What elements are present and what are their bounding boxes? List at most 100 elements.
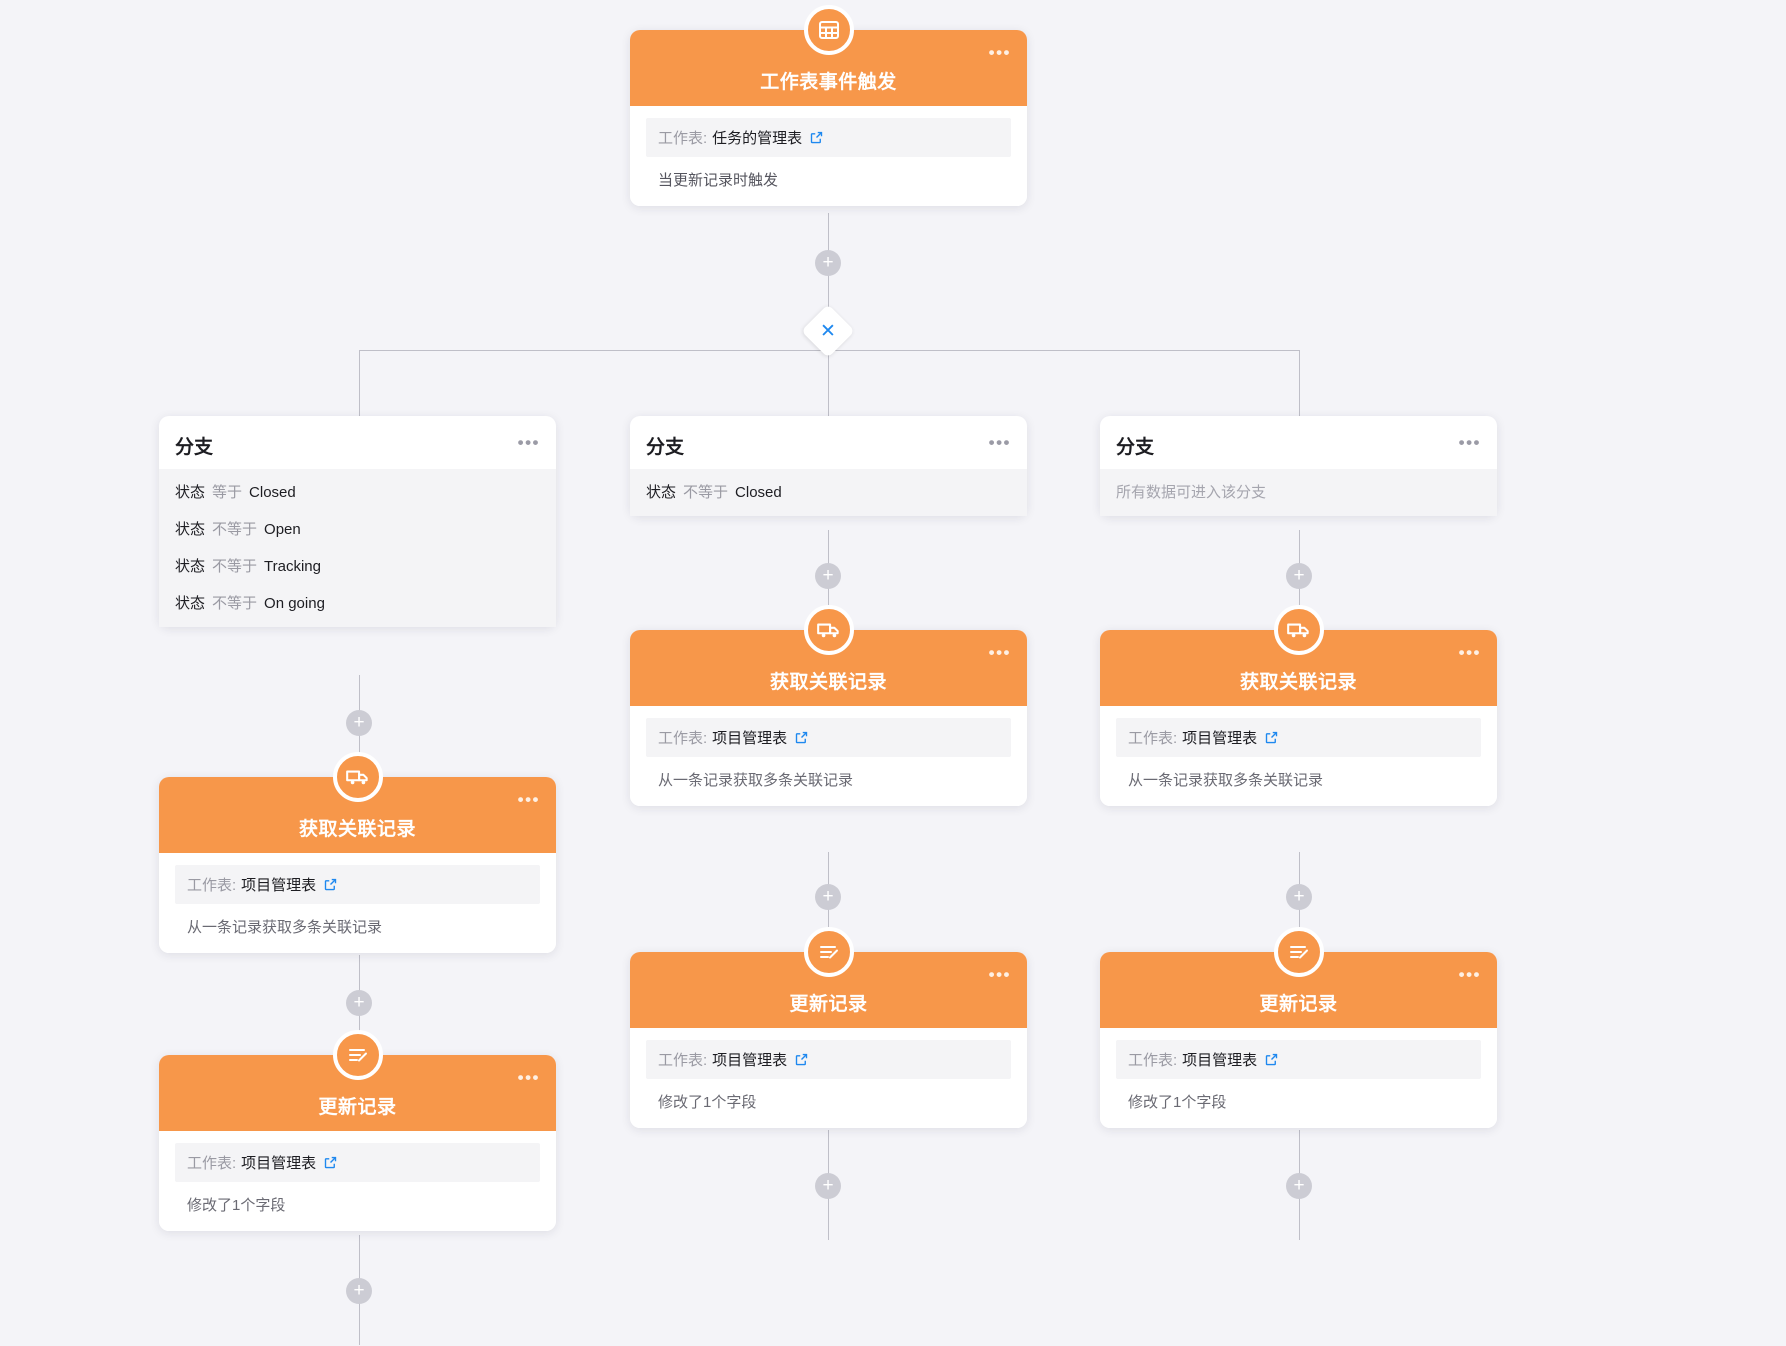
worksheet-label: 工作表: (1128, 1052, 1178, 1069)
branch-card-3[interactable]: 分支 ••• 所有数据可进入该分支 (1100, 416, 1497, 516)
add-step-button-right-2[interactable]: + (1286, 884, 1312, 910)
action-card-header: ••• 获取关联记录 (159, 752, 556, 853)
worksheet-value: 项目管理表 (1182, 1052, 1258, 1069)
plus-icon: + (353, 991, 365, 1013)
add-step-button-mid-3[interactable]: + (815, 1173, 841, 1199)
worksheet-label: 工作表: (187, 877, 237, 894)
add-step-button-right-1[interactable]: + (1286, 563, 1312, 589)
plus-icon: + (1293, 564, 1305, 586)
action-card-left-get-related[interactable]: ••• 获取关联记录 工作表: 项目管理表 从一条记录获取多条关联记录 (159, 752, 556, 953)
branch-2-more-options-icon[interactable]: ••• (988, 433, 1011, 452)
branch-3-header: 分支 ••• (1100, 416, 1497, 469)
external-link-icon[interactable] (323, 877, 338, 892)
plus-icon: + (822, 885, 834, 907)
worksheet-label: 工作表: (187, 1155, 237, 1172)
add-step-button-left-2[interactable]: + (346, 990, 372, 1016)
condition-any-text: 所有数据可进入该分支 (1116, 484, 1267, 501)
condition-operator: 不等于 (212, 595, 258, 612)
add-step-button-mid-2[interactable]: + (815, 884, 841, 910)
truck-icon (803, 605, 854, 655)
action-card-header: ••• 获取关联记录 (1100, 605, 1497, 706)
action-more-options-icon[interactable]: ••• (1458, 965, 1481, 984)
action-description: 从一条记录获取多条关联记录 (187, 919, 383, 936)
branch-1-conditions: 状态 等于 Closed 状态 不等于 Open 状态 不等于 Tracking… (159, 469, 556, 627)
add-step-button-mid-1[interactable]: + (815, 563, 841, 589)
action-title: 更新记录 (318, 1097, 397, 1118)
worksheet-value: 项目管理表 (712, 1052, 788, 1069)
external-link-icon[interactable] (323, 1155, 338, 1170)
action-card-header: ••• 更新记录 (630, 927, 1027, 1028)
condition-row: 状态 不等于 Open (159, 510, 556, 547)
branch-1-more-options-icon[interactable]: ••• (517, 433, 540, 452)
condition-row-any: 所有数据可进入该分支 (1100, 473, 1497, 510)
action-more-options-icon[interactable]: ••• (517, 1068, 540, 1087)
action-worksheet-row: 工作表: 项目管理表 (1116, 718, 1481, 757)
condition-value: Open (264, 521, 301, 538)
plus-icon: + (822, 564, 834, 586)
branch-2-conditions: 状态 不等于 Closed (630, 469, 1027, 516)
trigger-more-options-icon[interactable]: ••• (988, 43, 1011, 62)
action-card-right-get-related[interactable]: ••• 获取关联记录 工作表: 项目管理表 从一条记录获取多条关联记录 (1100, 605, 1497, 806)
action-description: 从一条记录获取多条关联记录 (658, 772, 854, 789)
trigger-description: 当更新记录时触发 (658, 172, 779, 189)
add-step-button-right-3[interactable]: + (1286, 1173, 1312, 1199)
action-card-body: 工作表: 项目管理表 从一条记录获取多条关联记录 (630, 706, 1027, 806)
branch-card-2[interactable]: 分支 ••• 状态 不等于 Closed (630, 416, 1027, 516)
plus-icon: + (353, 1279, 365, 1301)
action-card-header: ••• 更新记录 (159, 1030, 556, 1131)
action-more-options-icon[interactable]: ••• (988, 965, 1011, 984)
condition-operator: 不等于 (212, 521, 258, 538)
plus-icon: + (822, 1174, 834, 1196)
branch-card-1[interactable]: 分支 ••• 状态 等于 Closed 状态 不等于 Open 状态 不等于 T… (159, 416, 556, 627)
action-description: 修改了1个字段 (1128, 1094, 1227, 1111)
edit-record-icon (803, 927, 854, 977)
action-title: 更新记录 (789, 994, 868, 1015)
condition-operator: 等于 (212, 484, 243, 501)
add-step-button-left-1[interactable]: + (346, 710, 372, 736)
action-card-mid-get-related[interactable]: ••• 获取关联记录 工作表: 项目管理表 从一条记录获取多条关联记录 (630, 605, 1027, 806)
connector-branch-right-drop (1299, 350, 1300, 416)
worksheet-value: 项目管理表 (241, 1155, 317, 1172)
trigger-worksheet-label: 工作表: (658, 130, 708, 147)
action-description: 修改了1个字段 (187, 1197, 286, 1214)
condition-operator: 不等于 (683, 484, 729, 501)
branch-2-header: 分支 ••• (630, 416, 1027, 469)
worksheet-label: 工作表: (658, 730, 708, 747)
condition-field: 状态 (175, 521, 206, 538)
branch-2-title: 分支 (646, 437, 685, 458)
add-step-button-left-3[interactable]: + (346, 1278, 372, 1304)
trigger-card[interactable]: ••• 工作表事件触发 工作表: 任务的管理表 当更新记录时触发 (630, 5, 1027, 206)
action-title: 获取关联记录 (1239, 672, 1357, 693)
action-worksheet-row: 工作表: 项目管理表 (175, 865, 540, 904)
external-link-icon[interactable] (1264, 730, 1279, 745)
trigger-title: 工作表事件触发 (760, 72, 897, 93)
external-link-icon[interactable] (794, 730, 809, 745)
plus-icon: + (822, 251, 834, 273)
action-card-body: 工作表: 项目管理表 修改了1个字段 (159, 1131, 556, 1231)
action-title: 获取关联记录 (298, 819, 416, 840)
plus-icon: + (1293, 1174, 1305, 1196)
action-card-right-update[interactable]: ••• 更新记录 工作表: 项目管理表 修改了1个字段 (1100, 927, 1497, 1128)
external-link-icon[interactable] (794, 1052, 809, 1067)
action-more-options-icon[interactable]: ••• (517, 790, 540, 809)
action-card-left-update[interactable]: ••• 更新记录 工作表: 项目管理表 修改了1个字段 (159, 1030, 556, 1231)
condition-value: Closed (249, 484, 296, 501)
add-step-button-trigger[interactable]: + (815, 250, 841, 276)
edit-record-icon (332, 1030, 383, 1080)
action-more-options-icon[interactable]: ••• (1458, 643, 1481, 662)
action-card-header: ••• 获取关联记录 (630, 605, 1027, 706)
branch-3-more-options-icon[interactable]: ••• (1458, 433, 1481, 452)
condition-value: Closed (735, 484, 782, 501)
external-link-icon[interactable] (809, 130, 824, 145)
branch-1-header: 分支 ••• (159, 416, 556, 469)
action-more-options-icon[interactable]: ••• (988, 643, 1011, 662)
condition-field: 状态 (175, 595, 206, 612)
worksheet-value: 项目管理表 (1182, 730, 1258, 747)
connector-branch-left-drop (359, 350, 360, 416)
external-link-icon[interactable] (1264, 1052, 1279, 1067)
action-card-body: 工作表: 项目管理表 从一条记录获取多条关联记录 (159, 853, 556, 953)
condition-row: 状态 等于 Closed (159, 473, 556, 510)
action-card-header: ••• 更新记录 (1100, 927, 1497, 1028)
action-card-mid-update[interactable]: ••• 更新记录 工作表: 项目管理表 修改了1个字段 (630, 927, 1027, 1128)
